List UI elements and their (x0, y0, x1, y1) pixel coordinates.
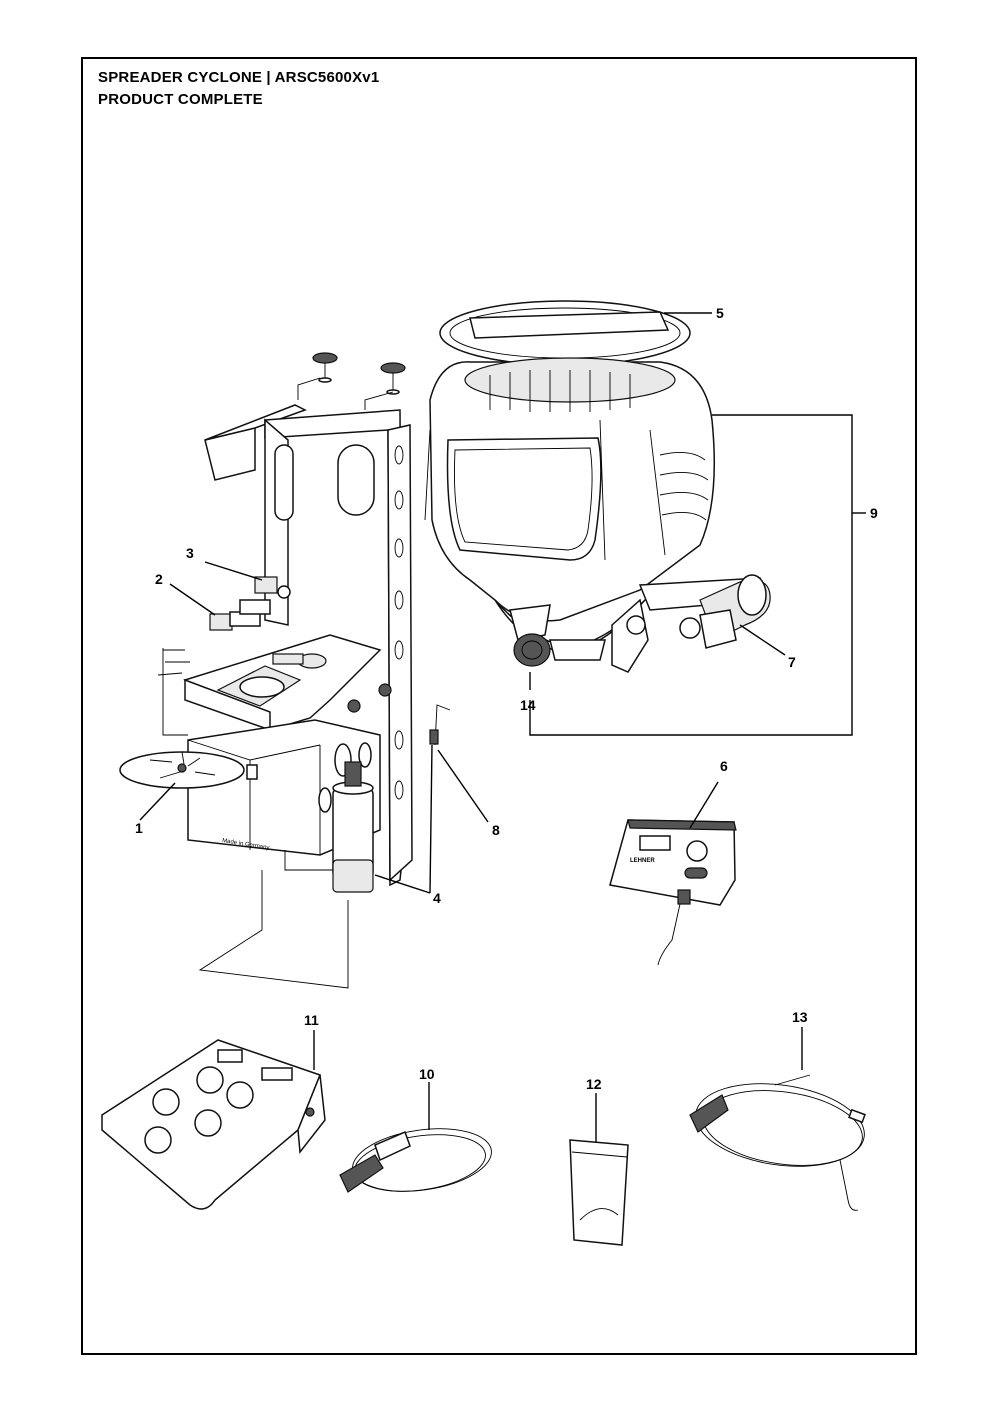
callout-numbers: 1 2 3 4 5 6 7 8 9 10 11 12 13 14 (135, 305, 878, 1092)
callout-9: 9 (870, 505, 878, 521)
part-13-cable (689, 1074, 866, 1211)
switch-3 (254, 576, 278, 594)
callout-6: 6 (720, 758, 728, 774)
callout-12: 12 (586, 1076, 602, 1092)
callout-10: 10 (419, 1066, 435, 1082)
outlet-knob (513, 633, 551, 667)
part-11-bracket (101, 1039, 326, 1210)
callout-2: 2 (155, 571, 163, 587)
callout-4: 4 (433, 890, 441, 906)
callout-8: 8 (492, 822, 500, 838)
callout-14: 14 (520, 697, 536, 713)
leader-lines (139, 312, 866, 1142)
drawing-subtitle: PRODUCT COMPLETE (98, 91, 263, 108)
drawing-title: SPREADER CYCLONE | ARSC5600Xv1 (98, 69, 380, 86)
hopper-window (446, 437, 602, 561)
callout-5: 5 (716, 305, 724, 321)
control-unit: LEHNER (609, 819, 737, 966)
brand-label: LEHNER (630, 858, 655, 864)
hopper-assembly (424, 300, 771, 673)
gearbox-housing (187, 719, 381, 856)
lid-handle (469, 311, 670, 339)
part-10-cable (339, 1128, 492, 1193)
callout-1: 1 (135, 820, 143, 836)
callout-3: 3 (186, 545, 194, 561)
drawing-frame (81, 57, 917, 1355)
control-housing (609, 819, 736, 906)
callout-11: 11 (304, 1012, 319, 1028)
part-12-bag (569, 1139, 629, 1246)
mounting-frame: Made in Germany (119, 352, 451, 989)
switch-2 (209, 613, 233, 631)
callout-7: 7 (788, 654, 796, 670)
callout-13: 13 (792, 1009, 808, 1025)
